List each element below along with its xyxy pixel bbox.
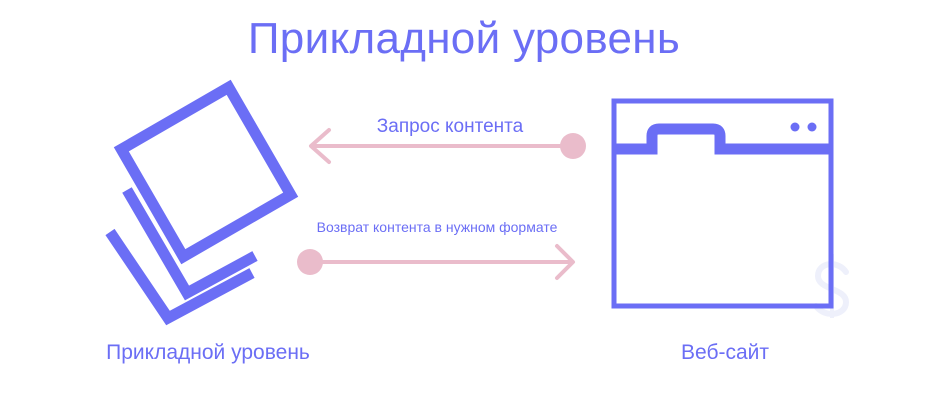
browser-window-icon [611, 98, 834, 309]
request-arrow [309, 128, 586, 164]
page-title: Прикладной уровень [247, 14, 681, 63]
application-layer-caption: Прикладной уровень [106, 341, 310, 364]
request-arrow-origin-dot [560, 133, 586, 159]
response-arrow-label: Возврат контента в нужном формате [316, 219, 558, 235]
request-arrow-label: Запрос контента [376, 116, 524, 137]
stacked-layers-icon [105, 79, 299, 326]
website-caption: Веб-сайт [681, 341, 769, 364]
response-arrow [297, 244, 575, 280]
response-arrow-origin-dot [297, 249, 323, 275]
